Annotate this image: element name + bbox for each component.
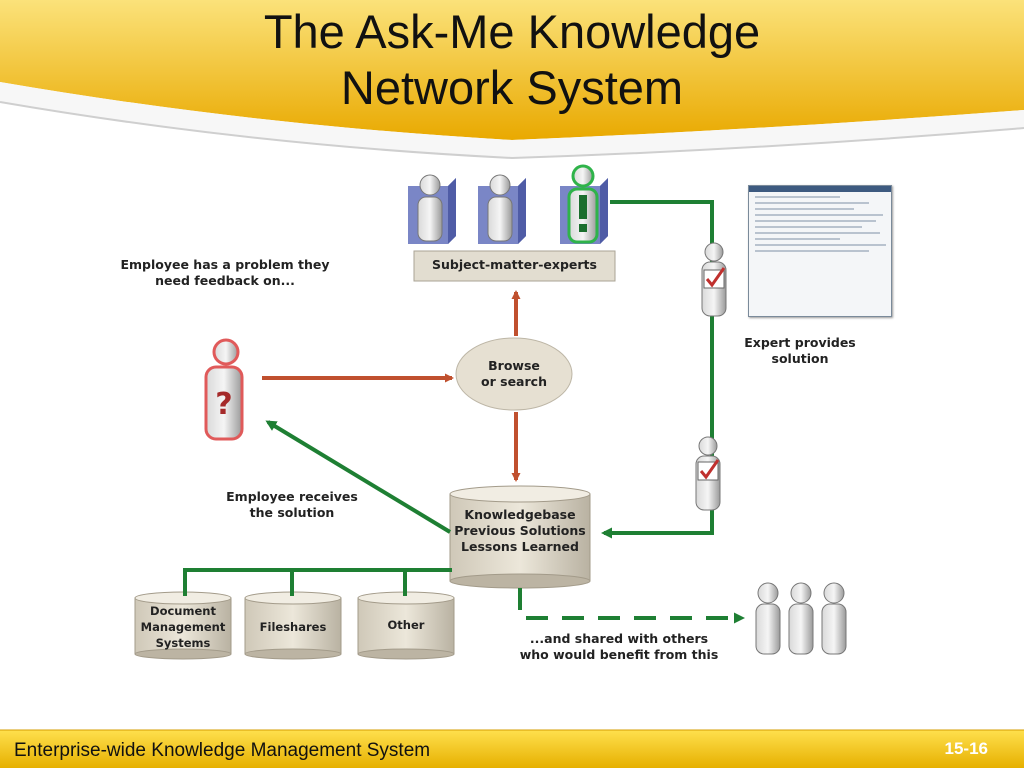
other-cylinder-icon xyxy=(357,591,455,660)
footer-band xyxy=(0,729,1024,768)
employee-question-icon: ? xyxy=(204,338,244,441)
sme-person-icon-1 xyxy=(408,174,456,244)
shared-line-2: who would benefit from this xyxy=(519,647,719,662)
arrow-knowledgebase-to-employee xyxy=(265,420,452,534)
kb-line-3: Lessons Learned xyxy=(461,539,579,554)
problem-line-1: Employee has a problem they xyxy=(120,257,330,272)
arrow-shared-dashed xyxy=(518,588,745,624)
people-group-icon xyxy=(755,582,847,655)
sme-person-exclamation-icon xyxy=(560,164,608,244)
doc-line-3: Systems xyxy=(155,636,211,650)
browse-label: Browse or search xyxy=(456,358,572,390)
kb-line-1: Knowledgebase xyxy=(464,507,576,522)
expert-label: Expert provides solution xyxy=(730,335,870,367)
document-management-cylinder-icon xyxy=(134,591,232,660)
title-line-1: The Ask-Me Knowledge xyxy=(263,5,761,58)
browse-ellipse xyxy=(455,337,573,411)
fileshares-label: Fileshares xyxy=(259,620,327,634)
knowledgebase-cylinder-icon xyxy=(449,485,591,589)
connector-knowledgebase-sources xyxy=(183,568,452,596)
browse-line-1: Browse xyxy=(488,358,540,373)
title-line-2: Network System xyxy=(340,61,684,114)
sme-box xyxy=(413,250,616,282)
expert-check-icon-2 xyxy=(695,436,721,511)
arrow-expert-to-knowledgebase xyxy=(601,200,714,539)
shared-line-1: ...and shared with others xyxy=(529,631,709,646)
page-title: The Ask-Me Knowledge Network System xyxy=(0,4,1024,116)
problem-line-2: need feedback on... xyxy=(155,273,295,288)
receives-line-1: Employee receives xyxy=(226,489,358,504)
browse-line-2: or search xyxy=(481,374,547,389)
page-number: 15-16 xyxy=(944,739,988,758)
document-management-label: Document Management Systems xyxy=(135,603,231,651)
receives-line-2: the solution xyxy=(249,505,335,520)
shared-label: ...and shared with others who would bene… xyxy=(514,631,724,663)
expert-line-1: Expert provides xyxy=(744,335,856,350)
kb-line-2: Previous Solutions xyxy=(454,523,586,538)
receives-label: Employee receives the solution xyxy=(212,489,372,521)
doc-line-1: Document xyxy=(150,604,216,618)
sme-box-label: Subject-matter-experts xyxy=(432,257,597,272)
knowledgebase-label: Knowledgebase Previous Solutions Lessons… xyxy=(450,507,590,555)
sme-person-icon-2 xyxy=(478,174,526,244)
other-label: Other xyxy=(387,618,425,632)
fileshares-cylinder-icon xyxy=(244,591,342,660)
expert-check-icon-1 xyxy=(701,242,727,317)
doc-line-2: Management xyxy=(140,620,226,634)
expert-line-2: solution xyxy=(771,351,829,366)
problem-label: Employee has a problem they need feedbac… xyxy=(110,257,340,289)
screenshot-thumbnail xyxy=(748,185,892,317)
header-band xyxy=(0,0,1024,160)
svg-text:?: ? xyxy=(215,387,232,422)
footer-title: Enterprise-wide Knowledge Management Sys… xyxy=(14,740,431,761)
